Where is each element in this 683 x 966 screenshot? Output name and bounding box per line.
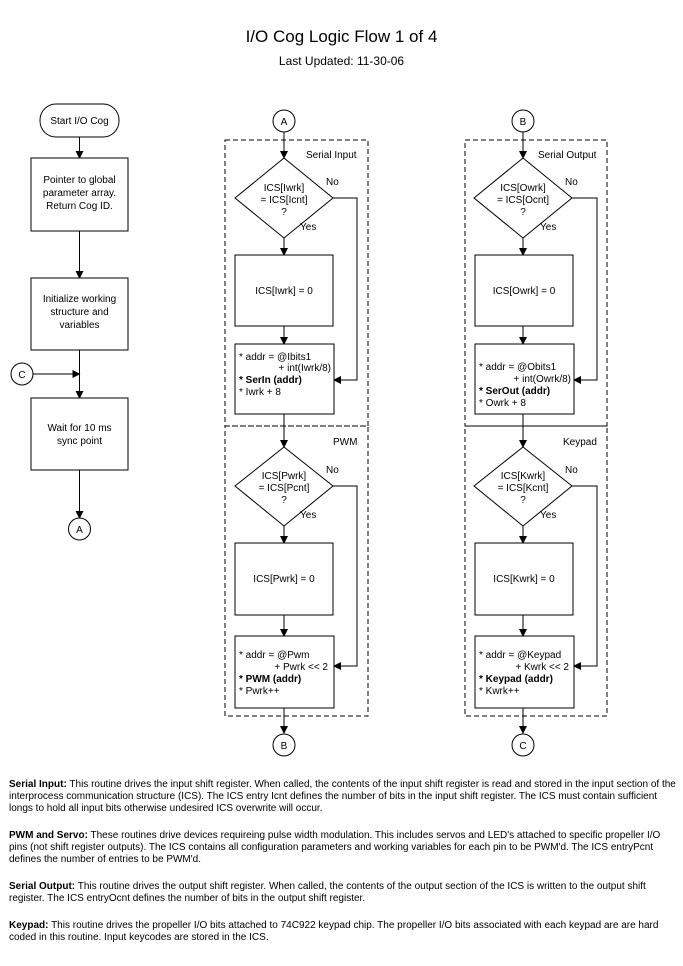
note-serial-output-text: This routine drives the output shift reg… bbox=[9, 881, 646, 904]
serial-input-call-line3: * SerIn (addr) bbox=[239, 375, 302, 386]
serial-output-call-line4: * Owrk + 8 bbox=[479, 398, 526, 409]
keypad-label: Keypad bbox=[563, 437, 597, 448]
process-init-line3: variables bbox=[59, 320, 99, 331]
connector-a-out-label: A bbox=[76, 525, 83, 536]
process-init-line2: structure and bbox=[50, 307, 108, 318]
serial-output-call-line2: + int(Owrk/8) bbox=[513, 374, 571, 385]
keypad-call-line4: * Kwrk++ bbox=[479, 686, 520, 697]
pwm-call-line3: * PWM (addr) bbox=[239, 674, 301, 685]
note-keypad-text: This routine drives the propeller I/O bi… bbox=[9, 920, 659, 943]
pwm-action: ICS[Pwrk] = 0 bbox=[253, 574, 315, 585]
note-serial-input-term: Serial Input: bbox=[9, 779, 67, 790]
serial-input-action: ICS[Iwrk] = 0 bbox=[255, 286, 313, 297]
page-title: I/O Cog Logic Flow 1 of 4 bbox=[245, 27, 438, 46]
serial-input-call-line2: + int(Iwrk/8) bbox=[278, 363, 331, 374]
right-column: B Serial Output ICS[Owrk] = ICS[Ocnt] ? … bbox=[464, 109, 608, 757]
keypad-decision-line1: ICS[Kwrk] bbox=[501, 471, 546, 482]
pwm-decision-line1: ICS[Pwrk] bbox=[262, 471, 307, 482]
serial-input-decision-line3: ? bbox=[281, 207, 287, 218]
keypad-action: ICS[Kwrk] = 0 bbox=[493, 574, 555, 585]
description-notes: Serial Input: This routine drives the in… bbox=[9, 779, 677, 959]
serial-input-no: No bbox=[326, 177, 339, 188]
pwm-action-box bbox=[234, 542, 334, 616]
connector-b-out bbox=[272, 733, 296, 757]
connector-a-out bbox=[68, 517, 91, 541]
serial-output-call-box bbox=[474, 343, 575, 415]
pwm-decision-line2: = ICS[Pcnt] bbox=[259, 483, 310, 494]
serial-output-action: ICS[Owrk] = 0 bbox=[493, 286, 556, 297]
note-keypad-term: Keypad: bbox=[9, 920, 49, 931]
pwm-call-box bbox=[234, 635, 335, 709]
pwm-label: PWM bbox=[333, 437, 357, 448]
connector-c-out bbox=[511, 733, 535, 757]
process-pointer-line2: parameter array. bbox=[43, 188, 116, 199]
serial-output-call-line3: * SerOut (addr) bbox=[479, 386, 550, 397]
serial-input-decision-line1: ICS[Iwrk] bbox=[264, 183, 305, 194]
connector-b-in-label: B bbox=[520, 117, 527, 128]
serial-input-decision-line2: = ICS[Icnt] bbox=[261, 195, 308, 206]
pwm-call-line1: * addr = @Pwm bbox=[239, 650, 309, 661]
serial-input-action-box bbox=[234, 254, 334, 327]
connector-c-in-label: C bbox=[18, 370, 25, 381]
connector-c-out-label: C bbox=[519, 741, 526, 752]
connector-b-out-label: B bbox=[281, 741, 288, 752]
middle-column: A Serial Input ICS[Iwrk] = ICS[Icnt] ? N… bbox=[224, 109, 369, 757]
start-label: Start I/O Cog bbox=[50, 116, 108, 127]
serial-input-call-line1: * addr = @Ibits1 bbox=[239, 352, 312, 363]
serial-output-label: Serial Output bbox=[538, 150, 597, 161]
note-keypad: Keypad: This routine drives the propelle… bbox=[9, 920, 677, 944]
serial-input-call-line4: * Iwrk + 8 bbox=[239, 387, 281, 398]
process-init-box bbox=[30, 277, 129, 351]
serial-output-decision-line3: ? bbox=[520, 207, 526, 218]
process-init-line1: Initialize working bbox=[43, 294, 116, 305]
pwm-no: No bbox=[326, 465, 339, 476]
pwm-yes: Yes bbox=[300, 510, 316, 521]
keypad-yes: Yes bbox=[540, 510, 556, 521]
serial-input-region bbox=[224, 139, 369, 427]
serial-input-label: Serial Input bbox=[306, 150, 357, 161]
process-pointer-line3: Return Cog ID. bbox=[46, 201, 113, 212]
note-pwm-term: PWM and Servo: bbox=[9, 830, 88, 841]
note-serial-input-text: This routine drives the input shift regi… bbox=[9, 779, 676, 814]
page-subtitle: Last Updated: 11-30-06 bbox=[278, 54, 405, 68]
pwm-region bbox=[224, 425, 369, 717]
serial-output-action-box bbox=[474, 254, 574, 327]
serial-input-call-box bbox=[234, 343, 335, 415]
keypad-call-line3: * Keypad (addr) bbox=[479, 674, 553, 685]
serial-output-call-line1: * addr = @Obits1 bbox=[479, 362, 557, 373]
keypad-no: No bbox=[565, 465, 578, 476]
note-pwm: PWM and Servo: These routines drive devi… bbox=[9, 830, 677, 866]
process-wait-line2: sync point bbox=[57, 436, 102, 447]
pwm-call-line2: + Pwrk << 2 bbox=[274, 662, 328, 673]
serial-input-yes: Yes bbox=[300, 222, 316, 233]
flowchart: Start I/O Cog Pointer to global paramete… bbox=[10, 103, 608, 757]
process-wait-line1: Wait for 10 ms bbox=[47, 423, 111, 434]
serial-output-no: No bbox=[565, 177, 578, 188]
keypad-call-line1: * addr = @Keypad bbox=[479, 650, 561, 661]
pwm-decision-line3: ? bbox=[281, 495, 287, 506]
pwm-call-line4: * Pwrk++ bbox=[239, 686, 280, 697]
keypad-action-box bbox=[474, 542, 574, 616]
keypad-call-box bbox=[474, 635, 575, 709]
keypad-decision-line2: = ICS[Kcnt] bbox=[498, 483, 549, 494]
process-pointer-box bbox=[30, 157, 129, 232]
left-column: Start I/O Cog Pointer to global paramete… bbox=[10, 103, 129, 541]
note-serial-input: Serial Input: This routine drives the in… bbox=[9, 779, 677, 815]
serial-output-decision-line1: ICS[Owrk] bbox=[500, 183, 546, 194]
keypad-decision-line3: ? bbox=[520, 495, 526, 506]
note-serial-output-term: Serial Output: bbox=[9, 881, 76, 892]
process-wait-box bbox=[30, 397, 129, 471]
process-pointer-line1: Pointer to global bbox=[43, 175, 115, 186]
serial-output-region bbox=[464, 139, 608, 427]
keypad-call-line2: + Kwrk << 2 bbox=[515, 662, 569, 673]
note-serial-output: Serial Output: This routine drives the o… bbox=[9, 881, 677, 905]
note-pwm-text: These routines drive devices requireing … bbox=[9, 830, 661, 865]
serial-output-decision-line2: = ICS[Ocnt] bbox=[497, 195, 549, 206]
serial-output-yes: Yes bbox=[540, 222, 556, 233]
connector-a-in-label: A bbox=[281, 117, 288, 128]
